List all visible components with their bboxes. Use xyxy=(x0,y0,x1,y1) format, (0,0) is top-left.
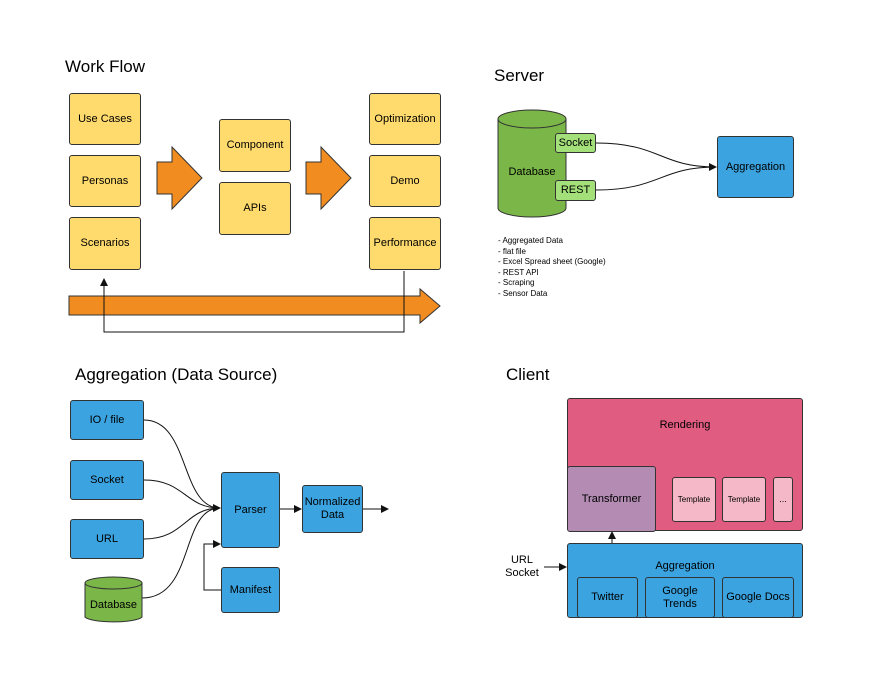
list-item: - Excel Spread sheet (Google) xyxy=(498,257,606,267)
socket-box: Socket xyxy=(555,133,596,153)
server-aggregation-box: Aggregation xyxy=(717,136,794,198)
rest-box: REST xyxy=(555,180,596,201)
manifest-connector xyxy=(203,540,221,591)
twitter-box: Twitter xyxy=(577,577,638,618)
performance-box: Performance xyxy=(369,217,441,270)
ds-database-label: Database xyxy=(89,598,138,611)
personas-box: Personas xyxy=(69,155,141,207)
scenarios-box: Scenarios xyxy=(69,217,141,270)
list-item: - Aggregated Data xyxy=(498,236,563,245)
demo-box: Demo xyxy=(369,155,441,207)
google-trends-box: Google Trends xyxy=(645,577,715,618)
rest-connector xyxy=(595,166,717,191)
database-connector xyxy=(141,507,221,599)
manifest-box: Manifest xyxy=(221,567,280,613)
aggregation-ds-title: Aggregation (Data Source) xyxy=(75,365,278,384)
normalized-data-box: Normalized Data xyxy=(302,485,363,533)
server-database-label: Database xyxy=(508,165,556,178)
io-connector xyxy=(143,419,221,512)
url-box: URL xyxy=(70,519,144,559)
transformer-box: Transformer xyxy=(567,466,656,532)
list-item: - REST API xyxy=(498,267,539,277)
url-connector xyxy=(143,507,221,540)
component-box: Component xyxy=(219,119,291,172)
parser-box: Parser xyxy=(221,472,280,548)
list-item: - flat file xyxy=(498,246,527,256)
google-trends-label-2: Trends xyxy=(663,597,697,610)
server-database-cylinder xyxy=(497,109,567,218)
socket-label: Socket xyxy=(505,567,539,579)
flow-arrow-1 xyxy=(156,145,203,211)
normalized-label-2: Data xyxy=(320,509,345,521)
google-trends-label-1: Google xyxy=(662,584,698,597)
workflow-title: Work Flow xyxy=(65,57,145,76)
socket-ds-connector xyxy=(143,479,221,509)
url-socket-label: URL Socket xyxy=(500,553,544,581)
client-title: Client xyxy=(506,365,550,384)
more-templates-box: ... xyxy=(773,477,793,522)
socket-connector xyxy=(595,142,717,171)
apis-box: APIs xyxy=(219,182,291,235)
flow-arrow-long xyxy=(68,287,441,325)
google-docs-box: Google Docs xyxy=(722,577,794,618)
use-cases-box: Use Cases xyxy=(69,93,141,145)
server-title: Server xyxy=(494,66,545,85)
flow-arrow-2 xyxy=(305,145,352,211)
template-box: Template xyxy=(722,477,766,522)
data-source-list: - Aggregated Data - flat file - Excel Sp… xyxy=(498,236,606,300)
list-item: - Scraping xyxy=(498,278,535,288)
ds-database-cylinder xyxy=(84,576,143,623)
list-item: - Sensor Data xyxy=(498,288,548,298)
io-file-box: IO / file xyxy=(70,400,144,440)
url-label: URL xyxy=(510,554,533,566)
normalized-label-1: Normalized xyxy=(304,496,361,508)
socket-ds-box: Socket xyxy=(70,460,144,500)
feedback-line xyxy=(100,271,405,333)
optimization-box: Optimization xyxy=(369,93,441,145)
template-box: Template xyxy=(672,477,716,522)
